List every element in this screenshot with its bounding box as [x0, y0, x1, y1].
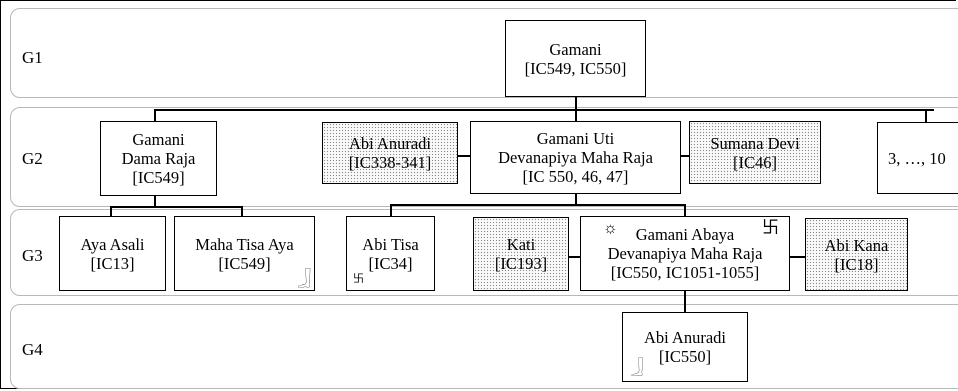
person-abi-anuradi-g4-label: Abi Anuradi [IC550] [643, 328, 727, 366]
swastika-icon: 卐 [353, 273, 364, 285]
swastika-icon: 卐 [762, 218, 779, 237]
sun-icon: ☼ [603, 220, 618, 237]
person-others-label: 3, …, 10 [888, 148, 946, 168]
connector [680, 155, 690, 157]
person-abi-tisa-label: Abi Tisa [IC34] [362, 234, 419, 273]
generation-label-g1: G1 [22, 48, 43, 67]
generation-label-g3: G3 [22, 246, 43, 265]
person-abi-anuradi-g4: Abi Anuradi [IC550] 𓃀 [622, 312, 748, 382]
person-abi-anuradi-spouse: Abi Anuradi [IC338-341] [322, 122, 458, 184]
connector [154, 109, 156, 122]
person-gamani-abaya-label: Gamani Abaya Devanapiya Maha Raja [IC550… [607, 225, 763, 282]
connector [390, 204, 685, 206]
person-kati-label: Kati [IC193] [494, 235, 548, 273]
person-gamani-uti-label: Gamani Uti Devanapiya Maha Raja [IC 550,… [498, 129, 653, 186]
connector [154, 109, 934, 111]
connector [789, 256, 805, 258]
band-g3 [10, 209, 958, 296]
person-gamani-label: Gamani [IC549, IC550] [524, 39, 627, 78]
connector [110, 206, 242, 208]
person-gamani-uti: Gamani Uti Devanapiya Maha Raja [IC 550,… [470, 121, 681, 194]
person-aya-asali-label: Aya Asali [IC13] [80, 234, 145, 273]
inscription-icon: 𓃀 [631, 361, 644, 376]
generation-label-g2: G2 [22, 149, 43, 168]
generation-label-g4: G4 [22, 340, 43, 359]
person-abi-tisa: Abi Tisa [IC34] 卐 [346, 216, 435, 291]
connector [390, 204, 392, 217]
connector [241, 206, 243, 217]
connector [110, 206, 112, 217]
connector [925, 109, 927, 123]
connector [684, 291, 686, 312]
band-g1 [10, 8, 958, 98]
inscription-icon: 𓃀 [297, 271, 311, 287]
band-g4 [10, 304, 958, 389]
person-others-3-10: 3, …, 10 [877, 122, 958, 194]
band-g2 [10, 107, 958, 207]
person-abi-kana-label: Abi Kana [IC18] [824, 235, 889, 274]
person-gamani: Gamani [IC549, IC550] [505, 20, 646, 97]
person-aya-asali: Aya Asali [IC13] [59, 216, 166, 291]
person-abi-kana: Abi Kana [IC18] [805, 218, 908, 291]
person-maha-tisa-aya: Maha Tisa Aya [IC549] 𓃀 [174, 216, 315, 291]
person-gamani-abaya: Gamani Abaya Devanapiya Maha Raja [IC550… [580, 216, 790, 291]
person-kati: Kati [IC193] [473, 217, 569, 291]
person-abi-anuradi-spouse-label: Abi Anuradi [IC338-341] [348, 134, 432, 172]
connector [575, 109, 577, 121]
connector [457, 155, 471, 157]
person-gamani-dama-raja-label: Gamani Dama Raja [IC549] [121, 130, 196, 187]
connector [575, 193, 577, 205]
connector [154, 195, 156, 207]
person-sumana-devi-label: Sumana Devi [IC46] [710, 133, 800, 172]
connector [568, 256, 581, 258]
person-maha-tisa-aya-label: Maha Tisa Aya [IC549] [195, 234, 294, 273]
connector [684, 204, 686, 216]
person-gamani-dama-raja: Gamani Dama Raja [IC549] [100, 121, 217, 196]
connector [575, 96, 577, 110]
person-sumana-devi: Sumana Devi [IC46] [689, 121, 821, 184]
